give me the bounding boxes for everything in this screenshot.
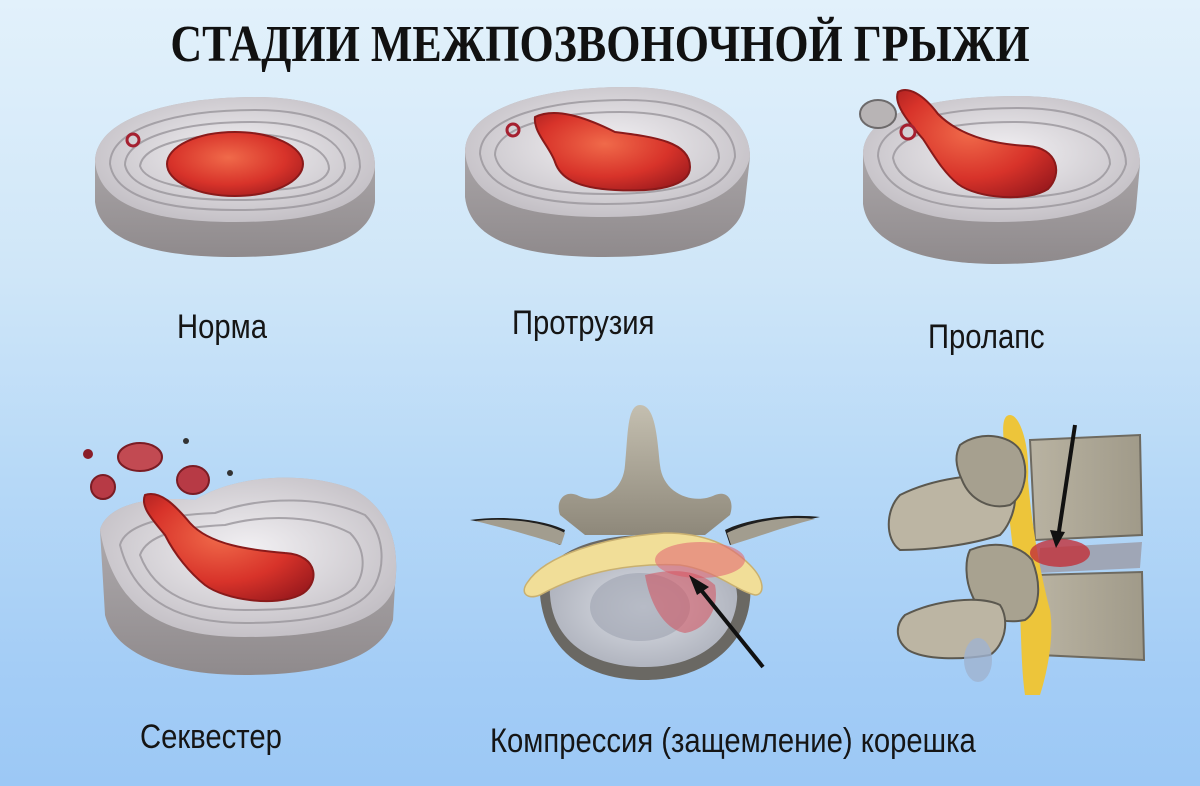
disc-sequester-illustration: [75, 435, 405, 680]
stage-label-prolapse: Пролапс: [928, 318, 1045, 356]
diagram-title: СТАДИИ МЕЖПОЗВОНОЧНОЙ ГРЫЖИ: [170, 15, 1030, 73]
spine-lateral-illustration: [870, 410, 1150, 695]
stage-label-protrusion: Протрузия: [512, 304, 655, 342]
disc-norma-illustration: [85, 92, 385, 262]
vertebra-axial-illustration: [465, 395, 825, 695]
disc-prolapse-illustration: [848, 84, 1148, 274]
stage-label-norma: Норма: [177, 308, 268, 346]
stage-label-compression: Компрессия (защемление) корешка: [490, 722, 976, 760]
stage-label-sequester: Секвестер: [140, 718, 282, 756]
disc-protrusion-illustration: [455, 82, 755, 262]
